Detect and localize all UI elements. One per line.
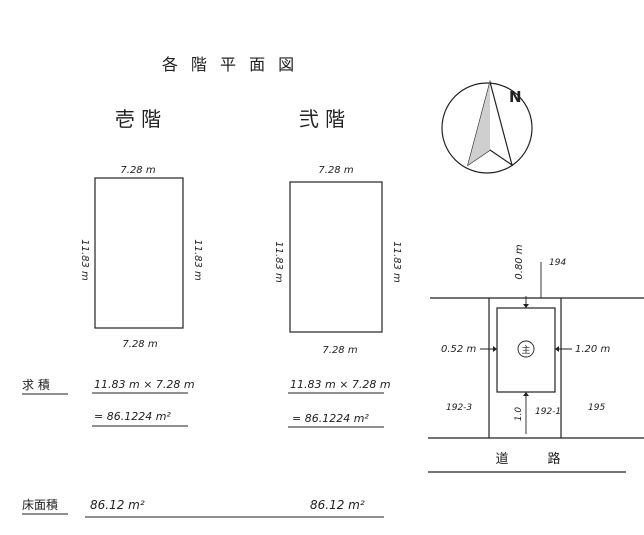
floor-1-width-label: 7.28 m	[120, 165, 155, 176]
dim-bottom-label: 1.0	[514, 407, 524, 422]
dim-left-label: 0.52 m	[441, 344, 476, 355]
lot-east-number: 195	[588, 403, 605, 413]
north-arrow-shade	[468, 82, 490, 165]
lot-main-number: 192-1	[535, 407, 561, 417]
floor-2-bottom-label: 7.28 m	[322, 345, 357, 356]
floor-2-area: 86.12 m²	[310, 498, 365, 512]
floor-1-calc-line2: = 86.1224 m²	[94, 410, 171, 423]
dim-right-label: 1.20 m	[575, 344, 610, 355]
floor-1-depth-label-left: 11.83 m	[79, 239, 90, 281]
floor-2-width-label: 7.28 m	[318, 165, 353, 176]
floor-1-outline	[94, 177, 184, 329]
floor-2-calc-line2: = 86.1224 m²	[292, 412, 369, 425]
compass-circle	[441, 82, 533, 174]
lot-north-number: 194	[549, 258, 566, 268]
document-title: 各 階 平 面 図	[162, 55, 298, 74]
dim-left-arrowhead	[493, 346, 497, 352]
lot-west-number: 192-3	[446, 403, 472, 413]
floor-2-outline	[289, 181, 383, 333]
floor-1-name: 壱 階	[115, 107, 161, 131]
calc-heading: 求 積	[22, 377, 50, 392]
floor-2-name: 弐 階	[299, 107, 345, 131]
building-mark: 主	[521, 344, 530, 356]
dim-top-label: 0.80 m	[514, 244, 525, 279]
dim-bottom-arrowhead	[523, 392, 529, 396]
north-compass: N	[441, 79, 533, 174]
dim-top-arrowhead	[523, 304, 529, 308]
floor-area-heading: 床面積	[22, 497, 58, 512]
floor-2-depth-label-right: 11.83 m	[391, 241, 402, 283]
floor-1-calc-line1: 11.83 m × 7.28 m	[94, 378, 195, 391]
road-label: 道 路	[495, 451, 560, 467]
compass-north-label: N	[509, 88, 522, 106]
site-plan: 主 0.80 m 194 0.52 m 1.20 m 192-3 195 192…	[428, 244, 644, 473]
floor-1-depth-label-right: 11.83 m	[192, 239, 203, 281]
building-mark-circle	[517, 340, 535, 358]
floor-1-area: 86.12 m²	[90, 498, 145, 512]
floor-2-calc-line1: 11.83 m × 7.28 m	[290, 378, 391, 391]
dim-right-arrowhead	[555, 346, 559, 352]
floor-1-bottom-label: 7.28 m	[122, 339, 157, 350]
floor-2-depth-label-left: 11.83 m	[273, 241, 284, 283]
